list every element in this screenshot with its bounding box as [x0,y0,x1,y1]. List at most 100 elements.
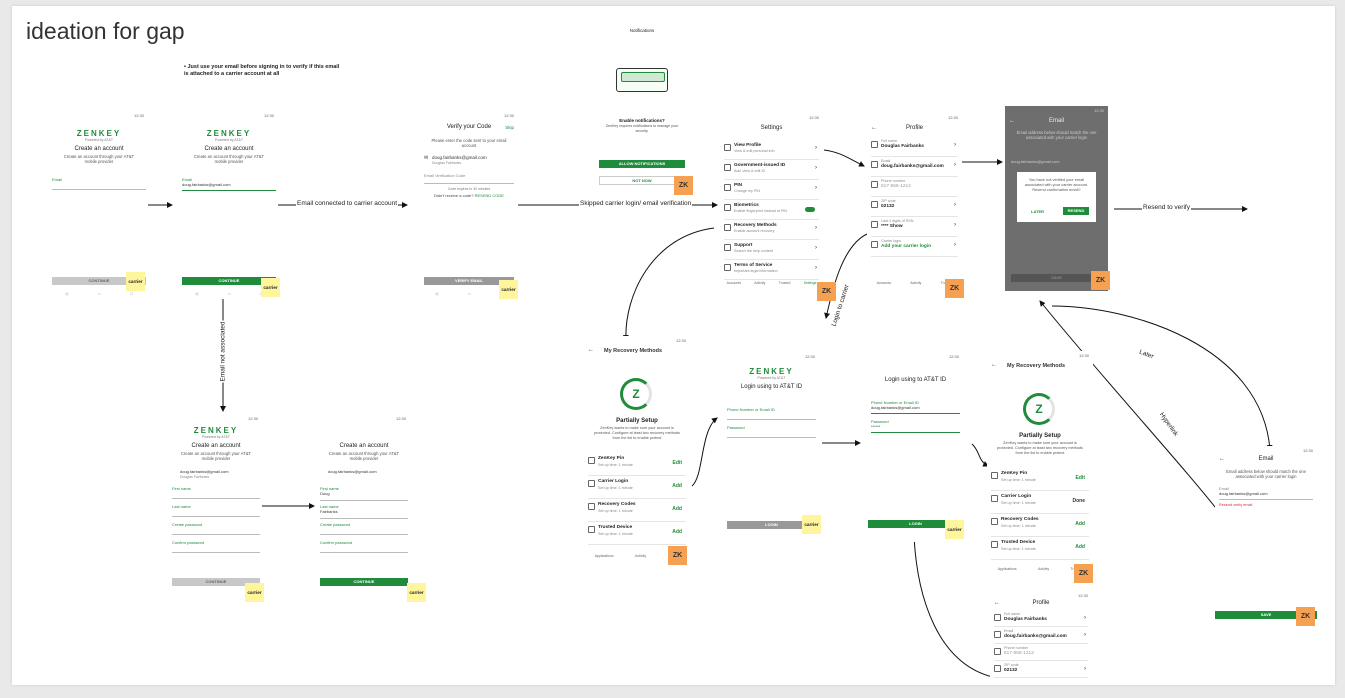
label-not-associated: Email not associated [219,320,227,383]
nav-activity[interactable]: Activity [635,554,647,558]
resend-link[interactable]: RESEND CODE [474,193,504,198]
nav-applications[interactable]: Applications [594,554,614,558]
continue-button[interactable]: CONTINUE [182,277,276,285]
save-button[interactable]: SAVE [1011,274,1102,282]
recovery-item-action[interactable]: Done [1072,498,1086,504]
top-note-text: Just use your email before signing in to… [184,64,340,77]
continue-button[interactable]: CONTINUE [172,578,260,586]
not-now-button[interactable]: NOT NOW [599,176,685,185]
settings-item-title: View Profile [734,143,762,148]
chevron-right-icon: › [815,185,817,191]
create-subtitle: Create an account through your AT&T mobi… [193,154,265,164]
continue-button[interactable]: CONTINUE [52,277,146,285]
recovery-item-action[interactable]: Add [672,483,682,489]
last-name-field[interactable]: Last name [172,504,260,517]
screen-email-dialog: 12:30 ← Email Email address below should… [1005,106,1108,291]
create-password-field[interactable]: Create password [172,522,260,535]
screen-verify-code: 12:30 Verify your Code Skip Please enter… [420,111,518,299]
skip-link[interactable]: Skip [505,125,514,130]
recovery-progress-icon: Z [620,378,652,410]
first-name-label: First name [320,486,339,491]
settings-item-title: Government-issued ID [734,163,786,168]
nav-applications[interactable]: Applications [997,567,1017,571]
resend-button[interactable]: RESEND [1063,207,1089,215]
email-field[interactable]: Email [52,177,146,190]
first-name-field[interactable]: First name [172,486,260,499]
nav-activity[interactable]: Activity [910,281,922,285]
later-button[interactable]: LATER [1031,209,1045,214]
recovery-item-action[interactable]: Add [672,506,682,512]
dialog-text: You have not verified your email associa… [1024,177,1089,192]
att-id-field[interactable]: Phone Number or Email ID [727,407,816,420]
back-arrow-icon[interactable]: ← [1219,456,1225,462]
recovery-item-action[interactable]: Add [1075,544,1085,550]
back-arrow-icon[interactable]: ← [588,347,594,353]
nav-accounts[interactable]: Accounts [876,281,892,285]
recovery-item-title: ZenKey Pin [598,456,625,461]
recovery-item-desc: Set up time: 1 minute [1001,524,1036,528]
resend-verify-link[interactable]: Resend verify email [1219,503,1253,507]
verify-button[interactable]: VERIFY EMAIL [424,277,514,285]
recovery-item-action[interactable]: Add [672,529,682,535]
profile-item-value: 02132 [881,204,895,209]
login-button[interactable]: LOGIN [868,520,963,528]
nav-accounts[interactable]: Accounts [726,281,742,285]
back-arrow-icon[interactable]: ← [994,600,1000,606]
back-arrow-icon[interactable]: ← [871,125,877,131]
recovery-item-action[interactable]: Edit [672,460,682,466]
confirm-password-field[interactable]: Confirm password [320,540,408,553]
settings-item-desc: Change my PIN [734,189,761,193]
back-arrow-icon[interactable]: ← [1009,118,1015,124]
settings-item-desc: Enable fingerprint instead of PIN [734,209,788,213]
att-password-field[interactable]: Password****** [871,419,960,433]
nav-activity[interactable]: Activity [1038,567,1050,571]
profile-item[interactable]: Last 4 digits of SSN**** Show› [871,218,958,237]
biometrics-toggle[interactable] [805,207,815,212]
code-field[interactable]: Email Verification Code [424,173,514,184]
save-button[interactable]: SAVE [1215,611,1317,619]
att-password-field[interactable]: Password [727,425,816,438]
back-arrow-icon[interactable]: ← [991,362,997,368]
allow-notifications-button[interactable]: ALLOW NOTIFICATIONS [599,160,685,168]
continue-button[interactable]: CONTINUE [320,578,408,586]
confirm-password-field[interactable]: Confirm password [172,540,260,553]
nav-trusted[interactable]: Trusted [778,281,791,285]
recovery-item-action[interactable]: Add [1075,521,1085,527]
login-button[interactable]: LOGIN [727,521,816,529]
nav-activity[interactable]: Activity [754,281,766,285]
status-time: 12:30 [133,113,144,118]
nav-settings[interactable]: Settings [803,281,817,285]
recovery-item-action[interactable]: Edit [1075,475,1085,481]
create-password-field[interactable]: Create password [320,522,408,535]
sticky-carrier: carrier [261,278,280,297]
